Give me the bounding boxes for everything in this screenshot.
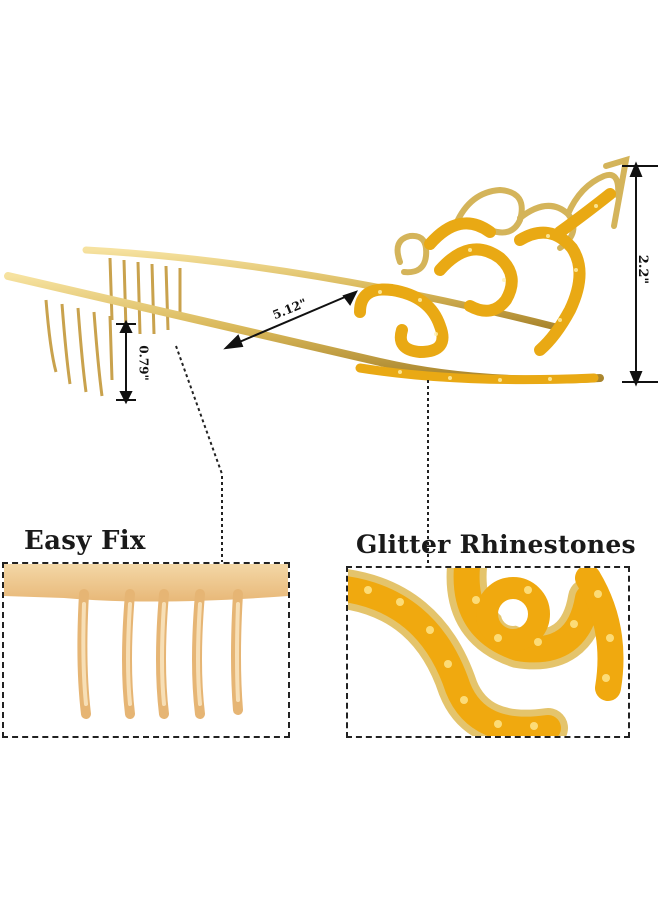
easy-fix-title: Easy Fix: [24, 526, 146, 556]
comb-closeup: [4, 564, 288, 719]
glitter-rhinestones-title: Glitter Rhinestones: [356, 530, 636, 559]
glitter-rhinestones-detail-box: [346, 566, 630, 738]
length-dimension-arrow: [223, 290, 358, 350]
rhinestone-sparkles: [378, 204, 598, 382]
callout-leader-lines: [175, 345, 429, 566]
back-comb: [108, 257, 182, 335]
height-dimension-arrow: [622, 161, 658, 387]
rhinestone-closeup: [348, 568, 624, 736]
front-comb: [44, 299, 114, 397]
height-label: 2.2": [635, 254, 651, 285]
rhinestone-swirls: [354, 188, 616, 385]
easy-fix-detail-box: [2, 562, 290, 738]
tiara-crown: [394, 155, 630, 276]
comb-height-dimension-arrow: [116, 319, 136, 405]
comb-height-label: 0.79": [136, 345, 151, 381]
